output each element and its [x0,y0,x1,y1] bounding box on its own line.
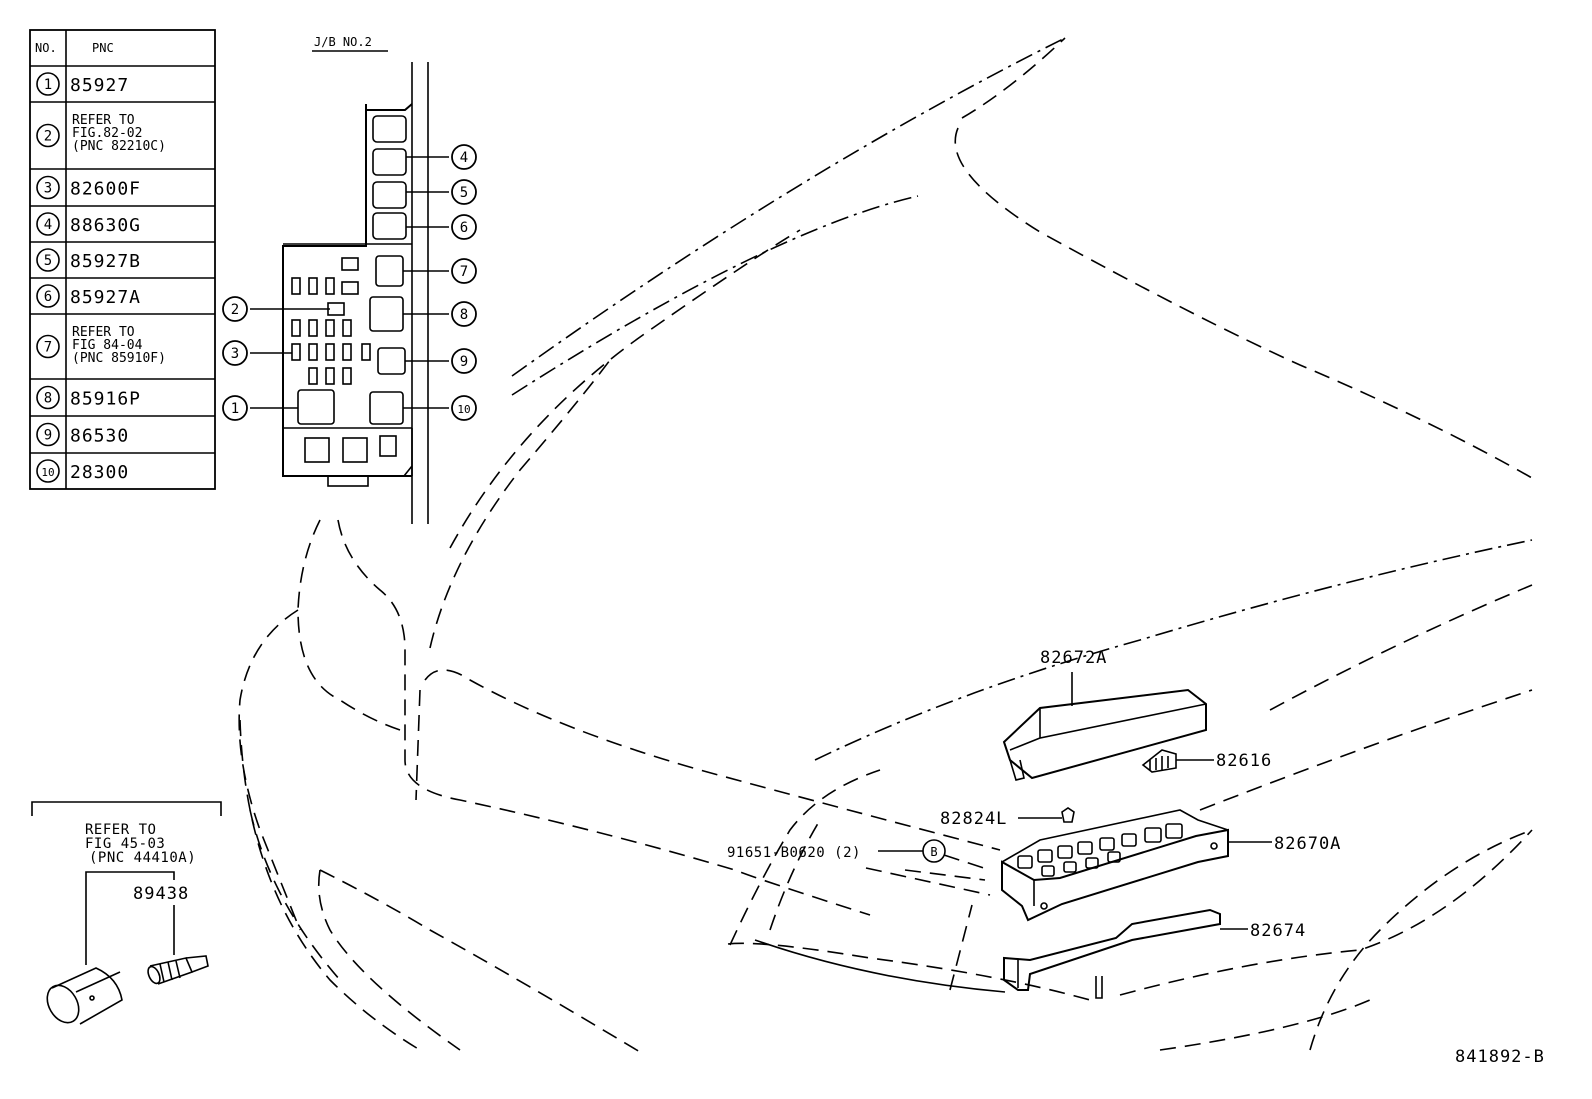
row-number: 10 [41,466,54,479]
row-pnc-line: REFER TO [72,113,135,128]
table-row: 1 85927 [36,72,129,96]
callout-number: 6 [460,220,468,236]
table-row: 10 28300 [36,459,129,483]
callout-6: 6 [451,214,477,240]
callout-number: 1 [231,401,239,417]
fuse-block-assembly [878,672,1272,999]
row-pnc: 85916P [70,389,141,410]
junction-block-callouts: 1 2 3 4 5 6 7 8 9 10 [222,144,477,421]
row-number: 1 [44,77,52,93]
part-label-bracket: 82674 [1250,921,1306,941]
callout-2: 2 [222,296,248,322]
row-number: 7 [44,340,52,356]
row-pnc: 86530 [70,426,129,447]
row-number: 2 [44,129,52,145]
part-label-fuse: 82824L [940,809,1007,829]
callout-number: 5 [460,185,468,201]
callout-1: 1 [222,395,248,421]
figure-id: 841892-B [1455,1047,1545,1067]
callout-number: 4 [460,150,468,166]
row-pnc-line: FIG.82-02 [72,126,142,141]
part-label-bolt: 91651-B0620 (2) [727,845,861,861]
row-number: 4 [44,217,52,233]
table-row: 3 82600F [36,175,141,200]
row-pnc: 85927 [70,75,129,96]
table-header-pnc: PNC [92,41,114,55]
table-row: 9 86530 [36,422,129,447]
callout-number: 7 [460,264,468,280]
inset-refer-line-2: FIG 45-03 [85,836,165,852]
table-row: 4 88630G [36,212,141,236]
row-number-circle [36,123,60,148]
junction-block-diagram: J/B NO.2 [222,35,477,524]
row-pnc-line: (PNC 82210C) [72,139,166,154]
callout-number: 10 [457,403,470,416]
row-number-circle [36,385,60,410]
callout-5: 5 [451,179,477,205]
row-pnc-line: (PNC 85910F) [72,351,166,366]
row-pnc: 28300 [70,462,129,483]
row-number-circle [36,248,60,272]
callout-10: 10 [451,395,477,421]
table-row: 8 85916P [36,385,141,410]
callout-3: 3 [222,340,248,366]
table-row: 6 85927A [36,284,141,308]
callout-number: 2 [231,302,239,318]
row-number-circle [36,459,60,483]
junction-block-title: J/B NO.2 [314,35,372,49]
part-label-block: 82670A [1274,834,1341,854]
table-header-no: NO. [35,41,57,55]
row-number: 3 [44,181,52,197]
bolt-marker-label: B [930,845,937,859]
inset-refer-line-3: (PNC 44410A) [89,850,196,866]
callout-4: 4 [451,144,477,170]
row-number-circle [36,175,60,200]
part-label-cover: 82672A [1040,648,1107,668]
row-number: 8 [44,391,52,407]
inset-part-label: 89438 [133,884,189,904]
row-number-circle [36,334,60,359]
row-pnc: 85927A [70,287,141,308]
row-pnc-line: FIG 84-04 [72,338,143,353]
row-pnc: 82600F [70,179,141,200]
sensor-inset: REFER TO FIG 45-03 (PNC 44410A) 89438 [31,801,222,1025]
vehicle-outline [238,37,1533,1053]
row-number: 9 [44,428,52,444]
table-row: 5 85927B [36,248,141,272]
callout-8: 8 [451,301,477,327]
row-number: 6 [44,289,52,305]
row-pnc-line: REFER TO [72,325,135,340]
part-label-clip: 82616 [1216,751,1272,771]
inset-refer-line-1: REFER TO [85,822,156,838]
row-pnc: 85927B [70,251,141,272]
row-number: 5 [44,253,52,269]
row-number-circle [36,284,60,308]
row-number-circle [36,422,60,447]
callout-7: 7 [451,258,477,284]
row-pnc: 88630G [70,215,141,236]
row-number-circle [36,212,60,236]
callout-9: 9 [451,348,477,374]
callout-number: 3 [231,346,239,362]
callout-number: 9 [460,354,468,370]
row-number-circle [36,72,60,96]
callout-number: 8 [460,307,468,323]
